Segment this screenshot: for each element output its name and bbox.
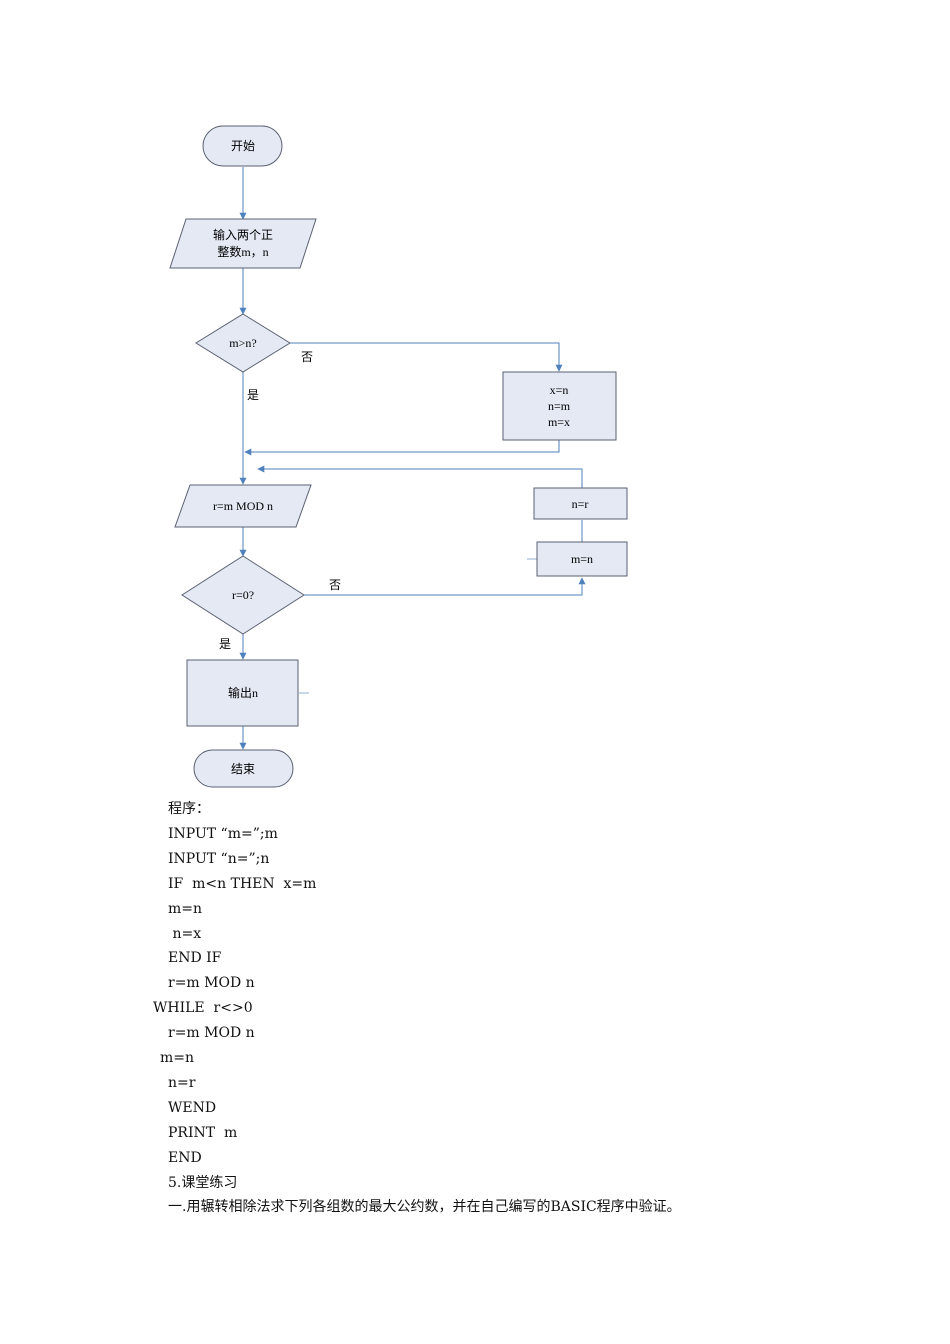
exercise-item-1: 一.用辗转相除法求下列各组数的最大公约数，并在自己编写的BASIC程序中验证。	[168, 1199, 681, 1215]
cond2-label: r=0?	[232, 588, 254, 602]
code-line-8: WHILE r<>0	[153, 1000, 253, 1016]
code-line-6: END IF	[168, 950, 222, 966]
cond2-yes-label: 是	[219, 637, 231, 651]
swap-line1: x=n	[550, 383, 569, 397]
swap-box	[502, 371, 617, 441]
input-label-line1: 输入两个正	[213, 227, 273, 242]
end-terminal	[193, 749, 294, 788]
code-line-12: WEND	[168, 1100, 217, 1116]
code-line-10: m=n	[160, 1050, 195, 1066]
cond1-yes-label: 是	[247, 388, 259, 402]
input-parallelogram	[169, 218, 317, 269]
output-box	[186, 659, 299, 727]
swap-line3: m=x	[548, 415, 570, 429]
assign-n-box	[533, 487, 628, 520]
decision-r-eq-0	[181, 555, 305, 635]
arrow-swap-back	[244, 440, 560, 456]
gcd-flowchart: 开始 输入两个正 整数m，n m>n? x=n n=m m=x r=m MOD …	[169, 125, 628, 788]
cond1-label: m>n?	[229, 336, 256, 350]
exercise-heading: 5.课堂练习	[168, 1175, 238, 1191]
start-label: 开始	[231, 139, 255, 153]
decision-m-gt-n	[195, 313, 291, 373]
program-heading: 程序：	[168, 801, 210, 817]
code-line-11: n=r	[168, 1075, 196, 1091]
cond1-no-label: 否	[301, 350, 313, 364]
code-line-13: PRINT m	[168, 1125, 238, 1141]
code-line-5: n=x	[168, 926, 202, 942]
code-line-14: END	[168, 1150, 202, 1166]
code-line-2: INPUT “n=”;n	[168, 851, 270, 867]
start-terminal	[202, 125, 283, 167]
arrow-cond2-no	[304, 577, 586, 596]
input-label-line2: 整数m，n	[217, 244, 268, 259]
swap-line2: n=m	[548, 399, 571, 413]
code-line-7: r=m MOD n	[168, 975, 255, 991]
mod-parallelogram	[174, 484, 312, 528]
code-line-1: INPUT “m=”;m	[168, 826, 278, 842]
output-label: 输出n	[228, 685, 258, 700]
assign-m-label: m=n	[571, 552, 593, 566]
flow-connectors	[239, 167, 586, 750]
end-label: 结束	[231, 762, 255, 776]
mod-label: r=m MOD n	[213, 499, 273, 513]
arrow-cond1-no	[290, 342, 563, 372]
arrow-loop-back	[257, 465, 583, 488]
cond2-no-label: 否	[329, 578, 341, 592]
assign-m-box	[536, 541, 628, 577]
code-line-9: r=m MOD n	[168, 1025, 255, 1041]
code-line-4: m=n	[168, 901, 203, 917]
assign-n-label: n=r	[572, 497, 589, 511]
code-line-3: IF m<n THEN x=m	[168, 876, 317, 892]
